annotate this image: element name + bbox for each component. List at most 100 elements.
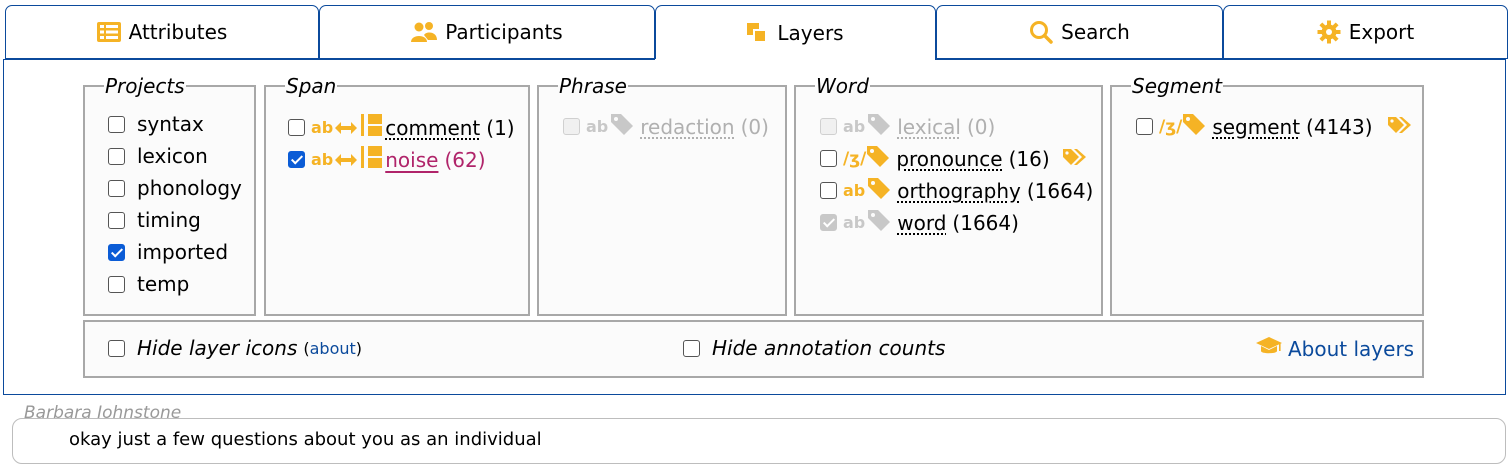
project-timing-label: timing [137,208,201,232]
span-comment-checkbox[interactable] [288,119,305,136]
project-lexicon-label: lexicon [137,144,208,168]
word-layer-pronounce[interactable]: /ʒ/ pronounce (16) [820,145,1088,172]
interval-arrow-icon [335,148,358,172]
project-lexicon-checkbox[interactable] [108,147,125,165]
project-imported-checkbox[interactable] [108,243,125,261]
options-fieldset [83,320,1424,378]
project-timing[interactable]: timing [108,208,201,232]
hide-annotation-counts-option[interactable]: Hide annotation counts [683,336,945,360]
layers-icon [747,22,769,43]
project-syntax[interactable]: syntax [108,112,204,136]
project-temp[interactable]: temp [108,272,189,296]
tab-attributes[interactable]: Attributes [5,5,319,59]
project-imported-label: imported [137,240,229,264]
word-legend: Word [816,74,869,98]
about-link-wrapper: (about) [303,338,363,358]
segment-segment-name[interactable]: segment [1212,114,1301,139]
tag-icon [610,113,634,140]
word-lexical-count: (0) [966,114,996,139]
project-temp-label: temp [137,272,190,296]
project-phonology-checkbox[interactable] [108,179,125,197]
project-phonology[interactable]: phonology [108,176,242,200]
word-layer-lexical: ab lexical (0) [820,113,995,140]
project-lexicon[interactable]: lexicon [108,144,208,168]
word-pronounce-name[interactable]: pronounce [896,146,1003,171]
about-layers-link[interactable]: About layers [1256,336,1414,361]
tags-icon [1062,147,1088,171]
hide-annotation-counts-label: Hide annotation counts [712,336,946,360]
tag-icon [867,113,891,140]
word-lexical-name: lexical [897,114,961,139]
search-icon [1029,20,1053,44]
text-type-icon: ab [843,181,866,200]
tag-icon [867,209,891,236]
tab-participants-label: Participants [445,20,563,44]
hide-annotation-counts-checkbox[interactable] [683,339,700,357]
project-phonology-label: phonology [137,176,242,200]
about-layers-label: About layers [1288,336,1415,361]
phrase-fieldset: Phrase [537,76,787,316]
tag-icon [866,145,890,172]
project-syntax-label: syntax [137,112,204,136]
phrase-redaction-count: (0) [740,114,769,139]
word-orthography-count: (1664) [1026,178,1094,203]
text-type-icon: ab [843,213,866,232]
phonological-type-icon: /ʒ/ [1159,116,1183,137]
tab-bar: Attributes Participants Layers Search Ex… [5,5,1508,60]
tab-layers[interactable]: Layers [655,5,936,60]
span-layer-comment[interactable]: ab comment (1) [288,113,515,142]
text-type-icon: ab [311,150,334,169]
panel-top-border-left [3,59,655,60]
word-orthography-checkbox[interactable] [820,182,837,199]
graduation-cap-icon [1256,336,1282,361]
tab-export[interactable]: Export [1223,5,1508,59]
phonological-type-icon: /ʒ/ [843,148,867,169]
text-type-icon: ab [586,117,609,136]
tab-export-label: Export [1348,20,1415,44]
project-imported[interactable]: imported [108,240,228,264]
project-timing-checkbox[interactable] [108,211,125,229]
project-syntax-checkbox[interactable] [108,115,125,133]
word-word-checkbox [820,214,837,231]
word-layer-orthography[interactable]: ab orthography (1664) [820,177,1093,204]
segment-segment-count: (4143) [1306,114,1373,139]
word-lexical-checkbox [820,118,837,135]
span-noise-checkbox[interactable] [288,151,305,168]
tab-search-label: Search [1061,20,1130,44]
tab-search[interactable]: Search [936,5,1223,59]
tag-icon [1182,113,1206,140]
text-type-icon: ab [311,118,334,137]
segment-legend: Segment [1132,74,1222,98]
hide-layer-icons-option[interactable]: Hide layer icons (about) [108,336,362,360]
span-noise-name[interactable]: noise [385,147,439,172]
span-bars-icon [361,145,383,174]
word-orthography-name[interactable]: orthography [897,178,1021,203]
projects-legend: Projects [105,74,185,98]
tab-layers-label: Layers [777,20,844,45]
about-link[interactable]: about [309,338,356,358]
word-layer-word: ab word (1664) [820,209,1019,236]
word-word-count: (1664) [952,210,1019,235]
word-pronounce-checkbox[interactable] [820,150,837,167]
utterance-text[interactable]: okay just a few questions about you as a… [69,429,542,450]
span-fieldset: Span [264,76,530,316]
span-noise-count: (62) [444,147,486,172]
segment-layer-segment[interactable]: /ʒ/ segment (4143) [1136,113,1413,140]
word-fieldset: Word [794,76,1103,316]
tag-icon [867,177,891,204]
tab-participants[interactable]: Participants [319,5,655,59]
utterance-box: okay just a few questions about you as a… [12,418,1506,464]
segment-segment-checkbox[interactable] [1136,118,1153,135]
span-layer-noise[interactable]: ab noise (62) [288,145,486,174]
word-pronounce-count: (16) [1008,146,1050,171]
phrase-redaction-name: redaction [640,114,735,139]
word-word-name[interactable]: word [897,210,947,235]
hide-layer-icons-label: Hide layer icons [137,336,298,360]
interval-arrow-icon [335,116,358,140]
hide-layer-icons-checkbox[interactable] [108,339,125,357]
span-comment-name[interactable]: comment [385,115,481,140]
span-comment-count: (1) [486,115,515,140]
text-type-icon: ab [843,117,866,136]
span-legend: Span [286,74,337,98]
project-temp-checkbox[interactable] [108,275,125,293]
